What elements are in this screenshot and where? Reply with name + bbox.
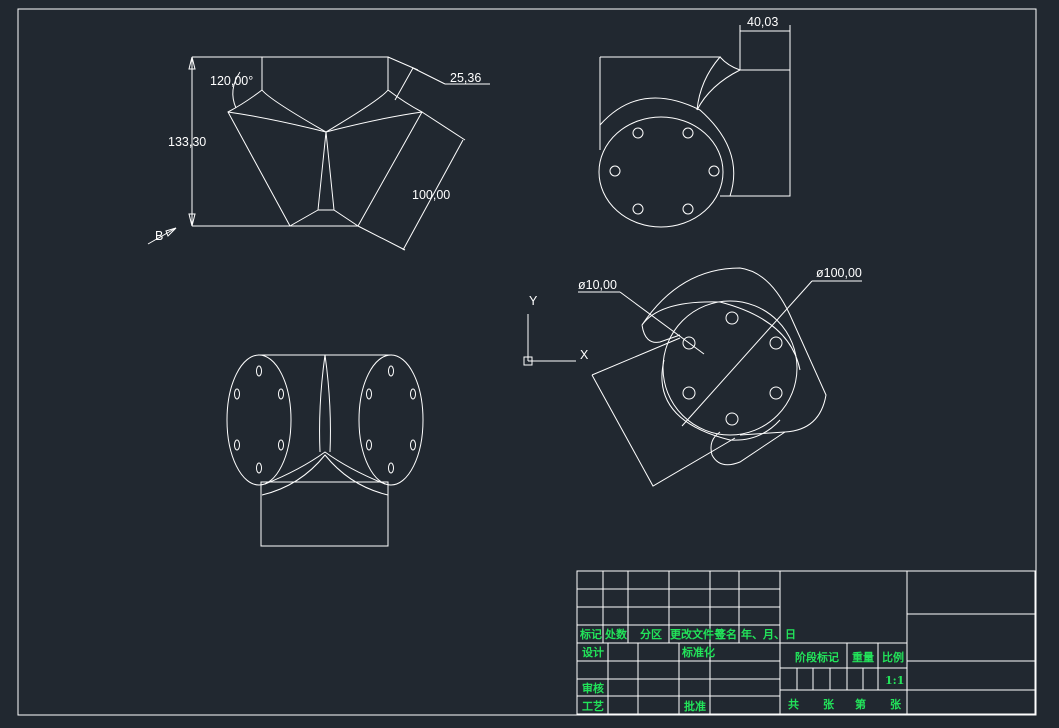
tb-sheets2: 张	[890, 697, 902, 711]
dim-length: 100,00	[412, 188, 450, 202]
side-view: 40,03	[598, 15, 791, 228]
top-view	[226, 354, 424, 547]
tb-process: 工艺	[582, 699, 604, 713]
tb-total: 共	[788, 697, 799, 711]
ucs-x-label: X	[580, 348, 589, 362]
tb-no: 第	[855, 697, 866, 711]
tb-count: 处数	[604, 627, 628, 641]
title-block: 标记 处数 分区 更改文件号 签名 年、月、日 设计 标准化 审核 工艺 批准 …	[576, 570, 1036, 715]
dim-height: 133,30	[168, 135, 206, 149]
dim-angle: 120,00°	[210, 74, 253, 88]
tb-approve: 批准	[684, 699, 706, 713]
dim-thickness: 25,36	[450, 71, 481, 85]
ucs-y-label: Y	[529, 294, 538, 308]
tb-weight: 重量	[852, 650, 874, 664]
tb-scale-value: 1:1	[885, 674, 904, 687]
svg-text:B: B	[155, 229, 163, 243]
tb-mark: 标记	[579, 627, 602, 641]
tb-scale-label: 比例	[882, 650, 904, 664]
tb-review: 审核	[582, 681, 604, 695]
isometric-view: ø100,00 ø10,00	[578, 266, 862, 487]
tb-change-doc: 更改文件号	[670, 627, 725, 641]
dim-pipe-diameter: ø100,00	[816, 266, 862, 280]
tb-date: 年、月、日	[741, 627, 796, 641]
tb-sheets1: 张	[823, 697, 835, 711]
ucs-icon: Y X	[523, 294, 589, 366]
tb-zone: 分区	[640, 627, 662, 641]
front-view: 133,30 120,00° 25,36 100,00 B	[147, 56, 490, 251]
dim-width-top: 40,03	[747, 15, 778, 29]
tb-design: 设计	[582, 645, 604, 659]
tb-standardization: 标准化	[681, 645, 715, 659]
drawing-border	[17, 8, 1037, 716]
dim-hole-diameter: ø10,00	[578, 278, 617, 292]
tb-stage-mark: 阶段标记	[795, 650, 839, 664]
tb-sign: 签名	[714, 627, 737, 641]
